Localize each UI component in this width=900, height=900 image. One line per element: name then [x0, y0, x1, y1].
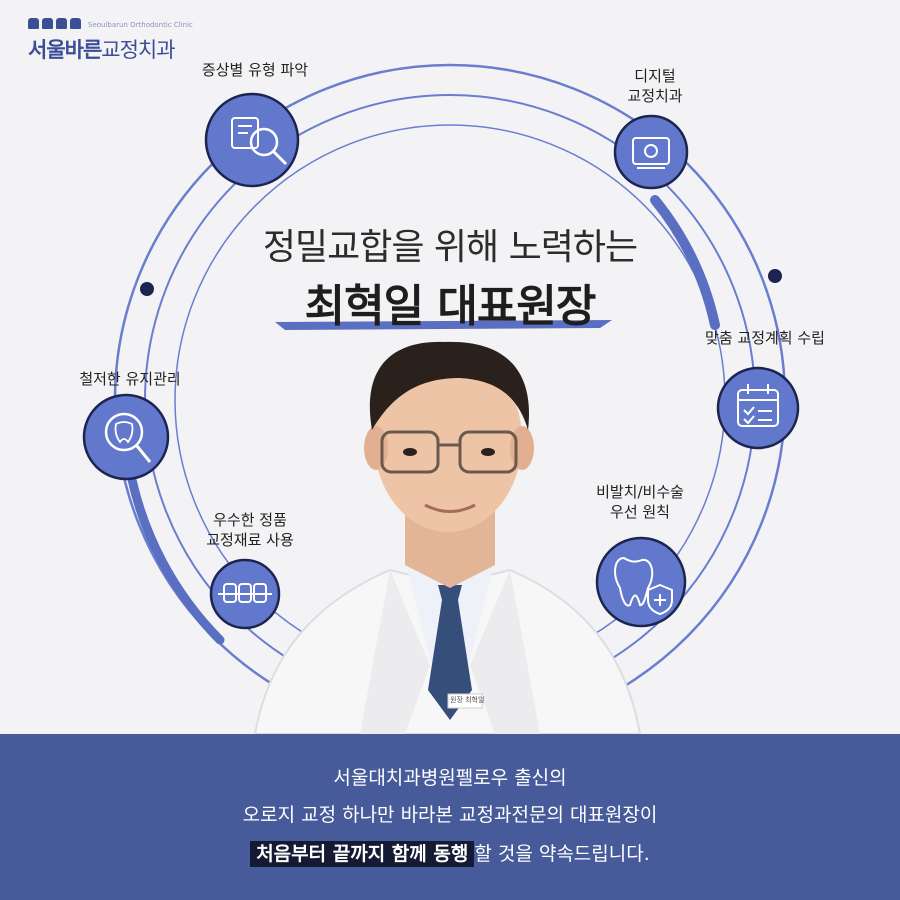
- footer-banner: [0, 734, 900, 900]
- feature-circle-1: [204, 92, 300, 188]
- feature-circle-4: [595, 536, 687, 628]
- orbit-arc-left: [125, 465, 225, 645]
- feature-label-5: 우수한 정품 교정재료 사용: [206, 511, 294, 549]
- footer-line-2: 오로지 교정 하나만 바라본 교정과전문의 대표원장이: [242, 804, 658, 826]
- feature-label-6: 철저한 유지관리: [79, 370, 181, 388]
- feature-label-4: 비발치/비수술 우선 원칙: [596, 483, 684, 521]
- feature-circle-3: [716, 366, 800, 450]
- feature-circle-2: [613, 114, 689, 190]
- logo-tooth-icon: [28, 18, 81, 29]
- orbit-dot-left: [140, 282, 154, 296]
- footer-promise-rest: 할 것을 약속드립니다.: [474, 843, 650, 865]
- feature-circle-5: [209, 558, 281, 630]
- feature-label-1: 증상별 유형 파악: [201, 61, 309, 79]
- headline-underline: [275, 320, 612, 330]
- logo-name-bold: 서울바른: [28, 38, 102, 62]
- footer-promise-highlight: 처음부터 끝까지 함께 동행: [250, 841, 475, 867]
- logo-english-name: Seoulbarun Orthodontic Clinic: [88, 21, 193, 29]
- name-badge: 원장 최혁일: [450, 696, 485, 704]
- feature-label-2: 디지털 교정치과: [627, 67, 683, 105]
- orbit-arc-right: [650, 195, 720, 330]
- feature-label-3: 맞춤 교정계획 수립: [705, 329, 825, 347]
- logo-name: 서울바른교정치과: [28, 34, 176, 64]
- orbit-dot-right: [768, 269, 782, 283]
- doctor-photo: [253, 341, 642, 735]
- footer-line-1: 서울대치과병원펠로우 출신의: [333, 767, 567, 789]
- headline-doctor-name: 최혁일 대표원장: [304, 281, 597, 332]
- feature-circle-6: [82, 393, 170, 481]
- headline-subtitle: 정밀교합을 위해 노력하는: [262, 227, 638, 268]
- logo-name-light: 교정치과: [101, 38, 175, 62]
